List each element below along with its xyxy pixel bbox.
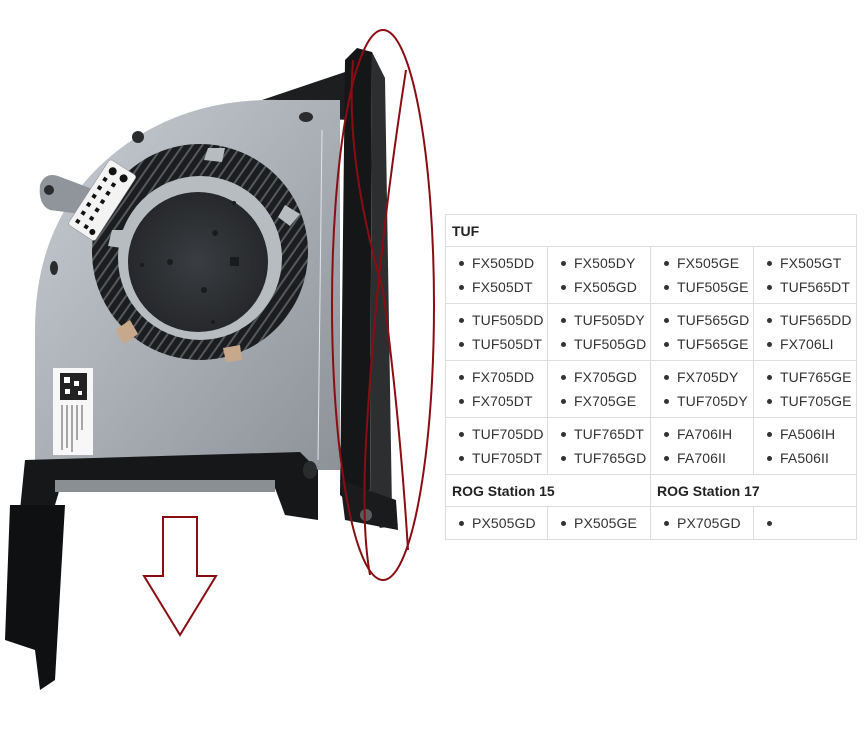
model-item: TUF505DD [456, 308, 547, 332]
airflow-arrow-down-icon [142, 516, 218, 637]
model-item: FX505DT [456, 275, 547, 299]
model-item: TUF565GE [661, 332, 753, 356]
model-item: FX705GD [558, 365, 650, 389]
model-item: PX505GE [558, 511, 650, 535]
model-item: FX705DY [661, 365, 753, 389]
table-cell: PX505GD [445, 506, 548, 540]
table-cell: PX505GE [547, 506, 651, 540]
highlight-ellipse-annotation [331, 29, 435, 581]
qr-code-label [53, 368, 93, 455]
model-item: PX705GD [661, 511, 753, 535]
side-foam-gasket [340, 48, 398, 530]
model-item: TUF565GD [661, 308, 753, 332]
fan-foam-frame [5, 452, 318, 690]
model-item: FA506IH [764, 422, 856, 446]
model-item: FA706II [661, 446, 753, 470]
model-item: FX505GT [764, 251, 856, 275]
group-title-rog-station-15: ROG Station 15 [445, 474, 651, 507]
group-title-rog-station-17: ROG Station 17 [649, 474, 858, 507]
model-item: FX706LI [764, 332, 856, 356]
model-item: FX705DT [456, 389, 547, 413]
model-item: TUF765GE [764, 365, 856, 389]
model-item: FX505DD [456, 251, 547, 275]
table-cell [752, 506, 858, 540]
model-item: TUF565DD [764, 308, 856, 332]
model-item: FX505DY [558, 251, 650, 275]
fan-product-photo [5, 29, 435, 690]
model-item: TUF705DD [456, 422, 547, 446]
pin-map-sticker [68, 159, 136, 241]
group-title-tuf: TUF [444, 214, 858, 247]
model-item: PX505GD [456, 511, 547, 535]
model-item: TUF765GD [558, 446, 650, 470]
model-item: FA706IH [661, 422, 753, 446]
table-cell: PX705GD [650, 506, 754, 540]
model-item: FX505GD [558, 275, 650, 299]
model-item: FX505GE [661, 251, 753, 275]
model-item: TUF765DT [558, 422, 650, 446]
model-item: TUF565DT [764, 275, 856, 299]
model-item: TUF705DY [661, 389, 753, 413]
model-item: TUF505GE [661, 275, 753, 299]
model-item: TUF705GE [764, 389, 856, 413]
model-item: TUF505DY [558, 308, 650, 332]
model-item: TUF505GD [558, 332, 650, 356]
group-header-row: ROG Station 15 ROG Station 17 [445, 474, 858, 507]
model-item: TUF505DT [456, 332, 547, 356]
model-item: FX705DD [456, 365, 547, 389]
model-item: TUF705DT [456, 446, 547, 470]
model-item-empty [764, 511, 856, 535]
model-item: FA506II [764, 446, 856, 470]
table-row: PX505GD PX505GE PX705GD [445, 506, 858, 540]
group-header-row: TUF [444, 214, 858, 247]
model-item: FX705GE [558, 389, 650, 413]
